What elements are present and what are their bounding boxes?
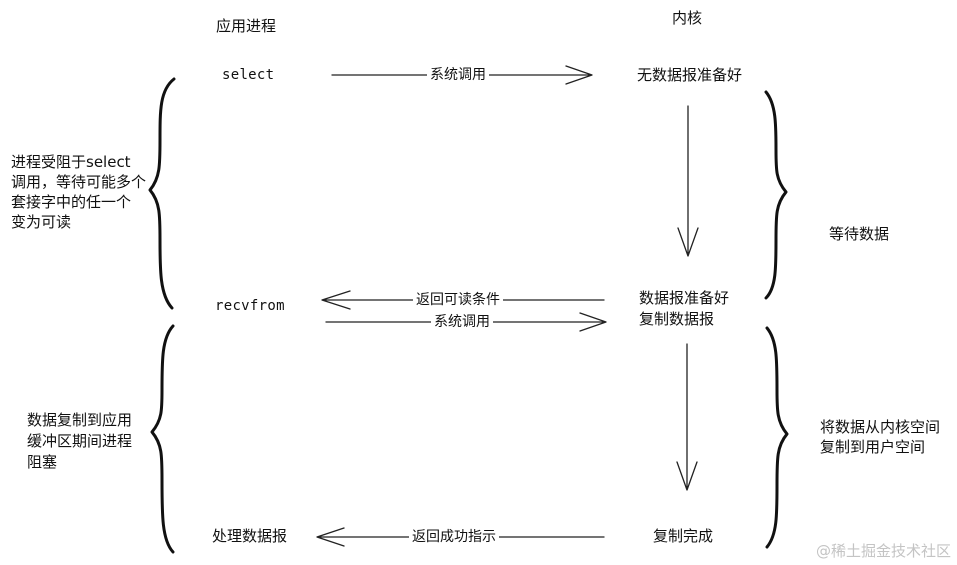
watermark: @稀土掘金技术社区 (815, 542, 951, 560)
phase-blocked-select-line: 套接字中的任一个 (11, 193, 132, 211)
phase-wait-data: 等待数据 (829, 225, 890, 243)
copy-down-arrow (676, 343, 698, 491)
phase-blocked-select-line: 调用，等待可能多个 (11, 173, 147, 191)
return-success-label: 返回成功指示 (409, 528, 499, 546)
phase-blocked-copy-line: 缓冲区期间进程 (27, 432, 133, 450)
phase-blocked-copy-line: 阻塞 (27, 453, 58, 471)
recvfrom-call: recvfrom (215, 298, 285, 314)
syscall-label-2: 系统调用 (431, 313, 493, 331)
process-datagram: 处理数据报 (212, 527, 288, 545)
right-brace-1 (764, 90, 788, 300)
no-data-ready: 无数据报准备好 (637, 66, 743, 84)
datagram-ready: 数据报准备好 (639, 289, 730, 307)
return-readable-label: 返回可读条件 (413, 291, 503, 309)
phase-blocked-select-line: 进程受阻于select (11, 153, 131, 171)
phase-blocked-select-line: 变为可读 (11, 213, 72, 231)
phase-copy-data-line: 将数据从内核空间 (820, 418, 941, 436)
phase-blocked-copy-line: 数据复制到应用 (27, 411, 133, 429)
syscall-label-1: 系统调用 (427, 66, 489, 84)
left-brace-1 (148, 77, 176, 310)
copy-complete: 复制完成 (653, 527, 714, 545)
phase-copy-data-line: 复制到用户空间 (820, 438, 926, 456)
right-brace-2 (765, 326, 789, 549)
kernel-header: 内核 (672, 9, 703, 27)
left-brace-2 (150, 324, 175, 554)
app-process-header: 应用进程 (216, 17, 277, 35)
wait-down-arrow (677, 105, 699, 257)
copy-datagram: 复制数据报 (639, 310, 715, 328)
select-call: select (222, 67, 275, 83)
